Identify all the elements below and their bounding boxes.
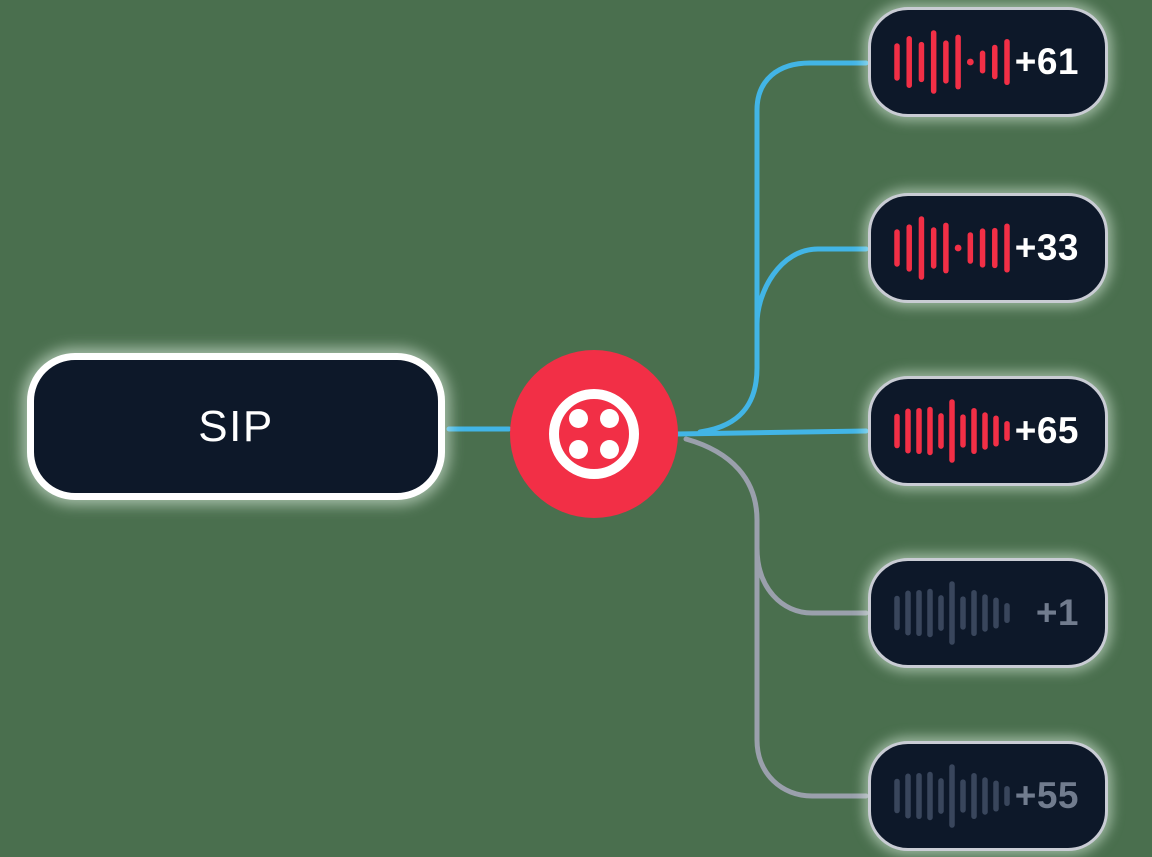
destination-node-1: +1	[868, 558, 1108, 668]
twilio-hub-node	[510, 350, 678, 518]
destination-node-33: +33	[868, 193, 1108, 303]
connector-hub-to-65	[674, 428, 869, 437]
waveform-icon	[894, 764, 1010, 828]
connector-hub-to-55	[754, 517, 869, 799]
connector-hub-to-33	[754, 246, 869, 327]
twilio-logo-icon	[510, 350, 678, 518]
waveform-icon	[894, 399, 1010, 463]
connector-hub-to-1	[683, 436, 869, 616]
destination-node-61: +61	[868, 7, 1108, 117]
waveform-icon	[894, 581, 1010, 645]
sip-label: SIP	[198, 401, 274, 451]
phone-code-label: +1	[1035, 592, 1079, 633]
sip-node: SIP	[27, 353, 445, 500]
phone-code-label: +33	[1014, 227, 1079, 268]
destination-node-65: +65	[868, 376, 1108, 486]
waveform-icon	[894, 30, 1010, 94]
waveform-icon	[894, 216, 1010, 280]
phone-code-label: +65	[1014, 410, 1079, 451]
destination-node-55: +55	[868, 741, 1108, 851]
phone-code-label: +55	[1014, 775, 1079, 816]
connector-hub-to-61	[697, 60, 869, 435]
phone-code-label: +61	[1014, 41, 1079, 82]
